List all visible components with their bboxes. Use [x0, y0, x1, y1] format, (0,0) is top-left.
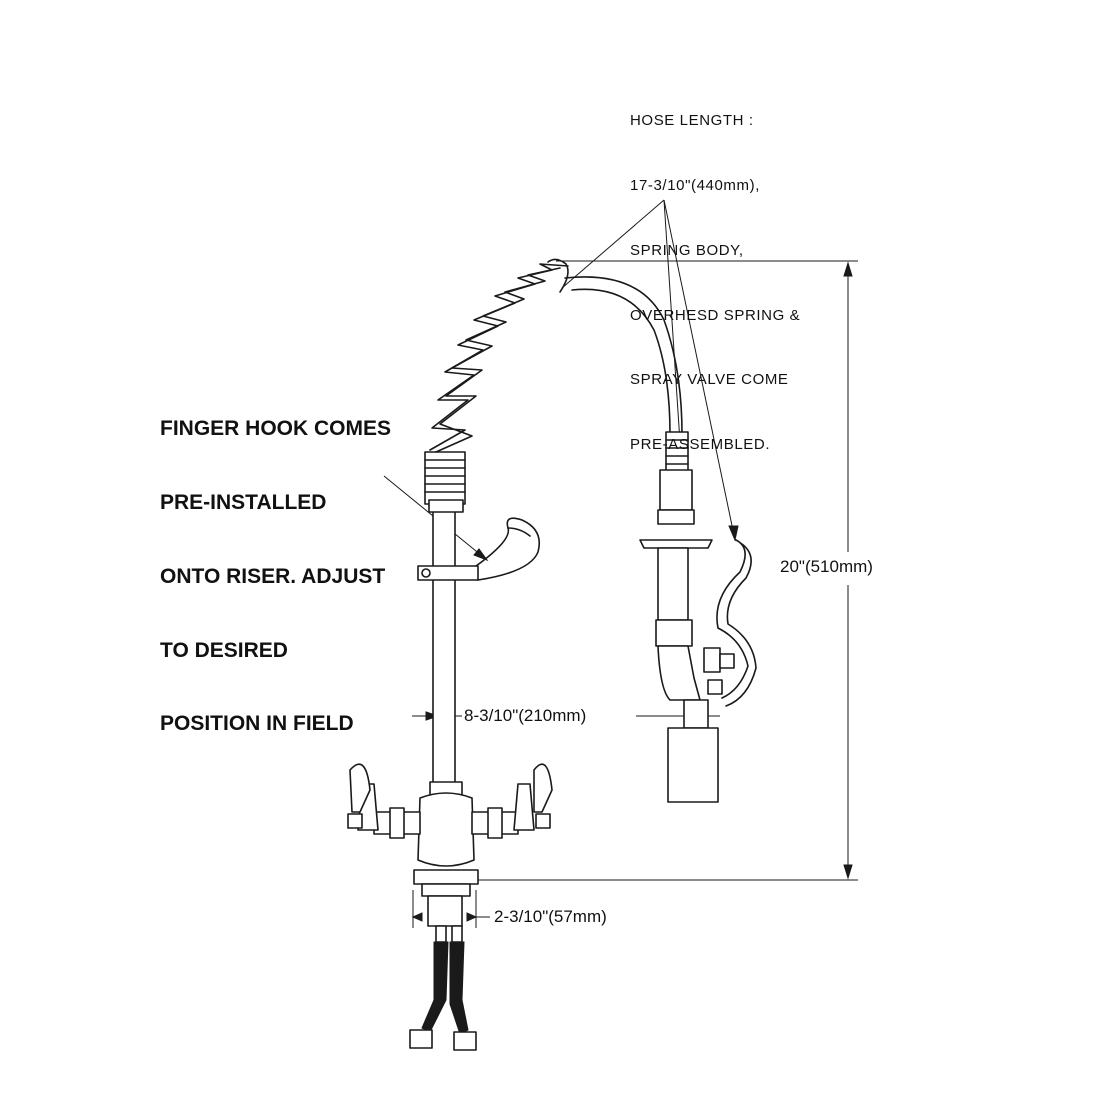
hose-note-line: OVERHESD SPRING &	[630, 306, 801, 324]
base-dimension	[411, 890, 490, 928]
hose-note-line: 17-3/10"(440mm),	[630, 176, 760, 194]
hose-note-line: SPRING BODY,	[630, 241, 744, 259]
height-dimension-label: 20"(510mm)	[780, 557, 873, 576]
finger-hook-note-line: PRE-INSTALLED	[160, 490, 327, 514]
supply-lines	[409, 925, 477, 1051]
reach-dimension-label: 8-3/10"(210mm)	[464, 706, 587, 725]
finger-hook	[417, 517, 541, 581]
finger-hook-note: FINGER HOOK COMES PRE-INSTALLED ONTO RIS…	[160, 368, 391, 762]
hose-note-leaders	[561, 199, 739, 542]
hose-note-line: PRE-ASSEMBLED.	[630, 436, 771, 454]
hose-length-note: HOSE LENGTH : 17-3/10"(440mm), SPRING BO…	[630, 67, 800, 477]
hose-note-line: HOSE LENGTH :	[630, 112, 754, 130]
finger-hook-note-line: TO DESIRED	[160, 638, 288, 662]
hose-note-line: SPRAY VALVE COME	[630, 371, 789, 389]
finger-hook-note-line: ONTO RISER. ADJUST	[160, 564, 386, 588]
pre-rinse-hose	[564, 276, 683, 435]
riser-pipe	[432, 509, 456, 786]
overhead-spring	[424, 258, 569, 513]
finger-hook-note-line: FINGER HOOK COMES	[160, 417, 392, 441]
height-dimension	[475, 260, 858, 881]
spray-valve	[639, 431, 757, 803]
base-dimension-label: 2-3/10"(57mm)	[494, 907, 607, 926]
finger-hook-note-line: POSITION IN FIELD	[160, 712, 354, 736]
faucet-body	[347, 763, 553, 927]
